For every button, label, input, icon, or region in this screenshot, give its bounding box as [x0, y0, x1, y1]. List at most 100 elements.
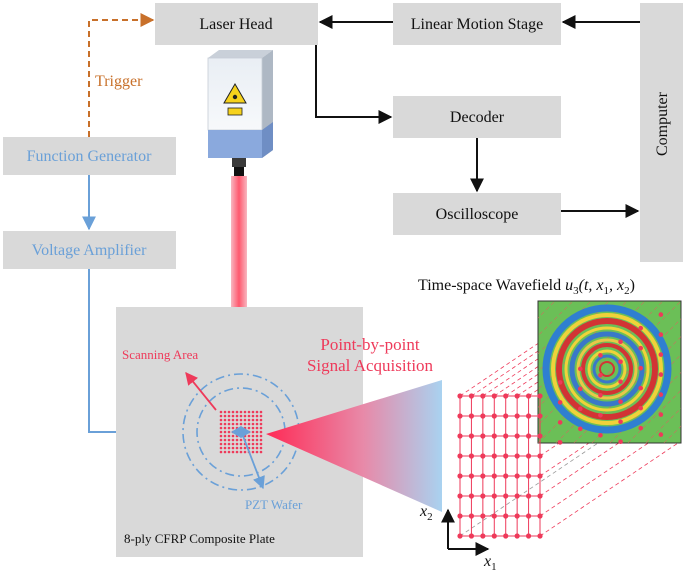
scan-dot [251, 434, 255, 438]
grid-dot [491, 393, 497, 399]
scan-dot [247, 442, 251, 446]
depth-dot [557, 400, 563, 405]
grid-dot [491, 433, 497, 439]
depth-dot [577, 386, 583, 392]
scan-dot [259, 438, 263, 442]
depth-dot [658, 312, 664, 317]
scan-dot [219, 434, 223, 438]
computer-box: Computer [640, 3, 683, 262]
wave-ring [556, 318, 658, 420]
grid-dot [468, 513, 475, 519]
scan-dot [239, 450, 243, 454]
depth-dot [638, 405, 644, 411]
wave-ring [599, 361, 615, 377]
grid-dot [503, 513, 509, 519]
scan-dot [231, 414, 235, 418]
scan-dot [259, 450, 263, 454]
scan-dot [235, 438, 239, 442]
wavefield-title-close: ) [630, 277, 635, 294]
scan-dot [223, 414, 227, 418]
scan-dot [235, 422, 239, 426]
grid-dot [503, 533, 509, 539]
depth-dot [658, 412, 664, 417]
hatch-line [573, 336, 681, 443]
grid-dot [468, 453, 475, 459]
depth-dot [638, 425, 644, 431]
scan-dot [227, 410, 231, 414]
scan-dot [255, 430, 259, 434]
scan-dot [231, 418, 235, 422]
depth-dot [618, 359, 623, 365]
scan-dot [231, 442, 235, 446]
depth-dot [638, 345, 644, 351]
laser-head-device [207, 50, 273, 176]
laser-head-label: Laser Head [199, 16, 272, 33]
depth-dot [598, 432, 603, 438]
wavefield-title-u: u [565, 277, 573, 294]
scan-dot [255, 426, 259, 430]
grid-dot [514, 433, 520, 439]
scan-dot [235, 442, 239, 446]
decoder-box: Decoder [393, 96, 561, 138]
grid-dot [503, 393, 509, 399]
scan-dot [235, 418, 239, 422]
depth-dot [557, 440, 563, 445]
scanning-area-arrow [185, 372, 217, 411]
scan-dot [247, 414, 251, 418]
axis-x1-label: x1 [483, 553, 497, 572]
depth-dot [618, 419, 623, 425]
depth-dot [658, 332, 664, 337]
acquisition-cone [266, 380, 442, 512]
grid-dot [457, 493, 463, 499]
acquisition-label-line1: Point-by-point [320, 335, 419, 354]
depth-dot [557, 380, 563, 385]
decoder-label: Decoder [450, 109, 505, 126]
wave-ring [564, 326, 650, 412]
grid-dot [491, 453, 497, 459]
scan-dot [247, 426, 251, 430]
scan-dot [239, 410, 243, 414]
scan-dot [247, 438, 251, 442]
scan-dot [247, 434, 251, 438]
linear-motion-stage-label: Linear Motion Stage [411, 16, 543, 33]
grid-dot [514, 473, 520, 479]
pzt-wafer-label: PZT Wafer [245, 497, 303, 512]
scan-dot [243, 414, 247, 418]
wave-ring [542, 304, 672, 434]
arrow-laser-to-decoder [315, 45, 393, 124]
scan-dot [227, 442, 231, 446]
grid-dot [468, 393, 475, 399]
scan-dot [259, 410, 263, 414]
scan-dot [223, 430, 227, 434]
scan-dot [251, 414, 255, 418]
depth-dot [598, 372, 603, 378]
scan-dot [219, 438, 223, 442]
grid-dot [480, 453, 486, 459]
scan-dot [219, 442, 223, 446]
scan-dot [259, 434, 263, 438]
scan-dot [239, 418, 243, 422]
depth-dot [658, 372, 664, 377]
wavefield-title-x2-sub: 2 [624, 285, 630, 297]
grid-dot [537, 433, 543, 439]
scan-dot [243, 446, 247, 450]
scan-dot [251, 446, 255, 450]
grid-dot [537, 393, 543, 399]
scanning-area-label: Scanning Area [122, 347, 198, 362]
depth-dot [557, 420, 563, 425]
wavefield-title-comma: , x [609, 277, 624, 294]
scan-dot [259, 446, 263, 450]
scan-dot [243, 410, 247, 414]
scan-dot [231, 438, 235, 442]
grid-dot [503, 413, 509, 419]
scan-dot [239, 422, 243, 426]
scan-dot [243, 450, 247, 454]
scan-dot [227, 418, 231, 422]
oscilloscope-box: Oscilloscope [393, 193, 561, 235]
scan-dot [243, 418, 247, 422]
grid-dot [480, 433, 486, 439]
scan-dot [259, 418, 263, 422]
scan-dot [255, 450, 259, 454]
wave-ring [551, 313, 663, 425]
hatch-line [538, 301, 628, 390]
